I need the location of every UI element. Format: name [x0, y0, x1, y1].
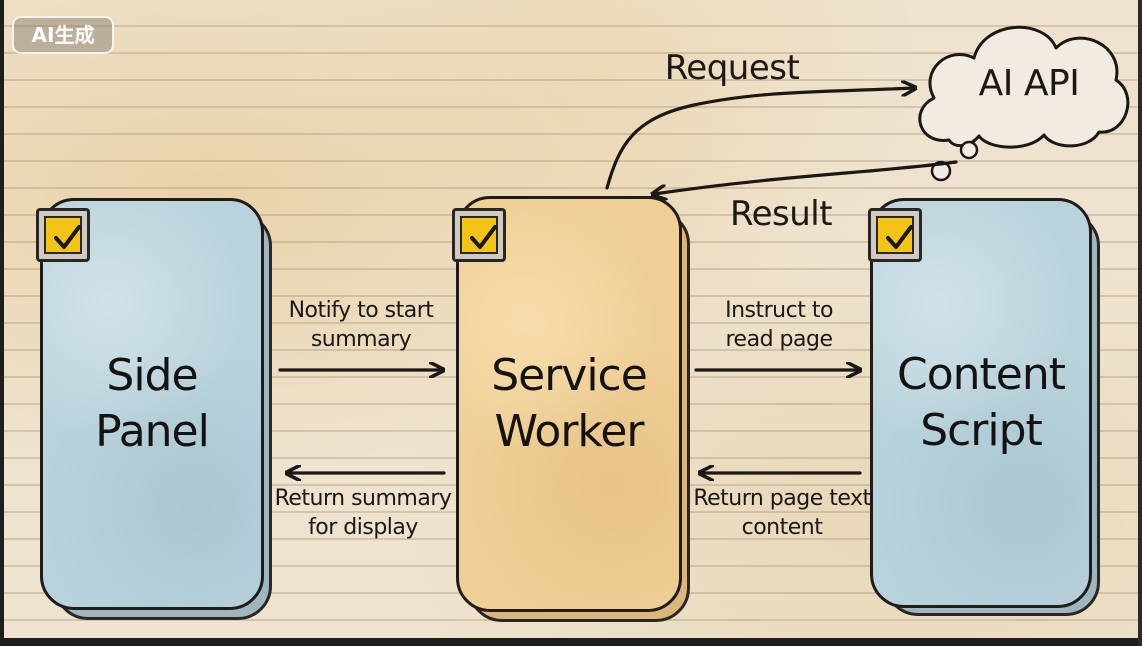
instruct-label-line2: read page	[725, 327, 833, 352]
ai-api-label: AI API	[978, 63, 1080, 104]
content-script-label-line1: Content	[897, 349, 1066, 400]
service-worker-checkbox	[452, 208, 506, 262]
return-summary-label-line2: for display	[308, 515, 418, 540]
content-script-label-line2: Script	[920, 405, 1043, 456]
request-label: Request	[664, 48, 800, 88]
return-page-label-line2: content	[741, 515, 823, 540]
result-label: Result	[729, 194, 833, 234]
content-script-card: Content Script	[870, 198, 1092, 608]
service-worker-label-line1: Service	[491, 350, 648, 401]
ai-generated-watermark: AI生成	[12, 16, 114, 54]
bottom-border	[0, 638, 1142, 646]
result-arrow	[654, 160, 958, 194]
service-worker-card: Service Worker	[456, 196, 682, 612]
notify-label-line1: Notify to start	[288, 298, 434, 323]
return-summary-label: Return summary for display	[274, 484, 452, 542]
cloud-icon	[918, 25, 1130, 182]
side-panel-card: Side Panel	[40, 198, 264, 610]
notify-label: Notify to start summary	[276, 296, 446, 354]
service-worker-label-line2: Worker	[494, 406, 644, 457]
service-worker-label: Service Worker	[491, 348, 648, 460]
content-script-checkbox	[868, 208, 922, 262]
side-panel-label-line1: Side	[106, 350, 198, 401]
check-icon	[886, 225, 913, 249]
right-border	[1138, 0, 1142, 646]
diagram-canvas: AI生成 Side Panel	[4, 0, 1138, 638]
check-icon	[54, 225, 81, 249]
request-arrow	[605, 88, 914, 190]
content-script-label: Content Script	[897, 347, 1066, 459]
instruct-label-line1: Instruct to	[725, 298, 833, 323]
side-panel-checkbox	[36, 208, 90, 262]
return-summary-label-line1: Return summary	[274, 486, 452, 511]
side-panel-label-line2: Panel	[95, 406, 210, 457]
side-panel-label: Side Panel	[95, 348, 210, 460]
return-page-label-line1: Return page text	[693, 486, 871, 511]
return-page-label: Return page text content	[690, 484, 874, 542]
connector-layer	[278, 25, 1130, 638]
check-icon	[470, 225, 497, 249]
notify-label-line2: summary	[310, 327, 412, 352]
instruct-label: Instruct to read page	[694, 296, 864, 354]
